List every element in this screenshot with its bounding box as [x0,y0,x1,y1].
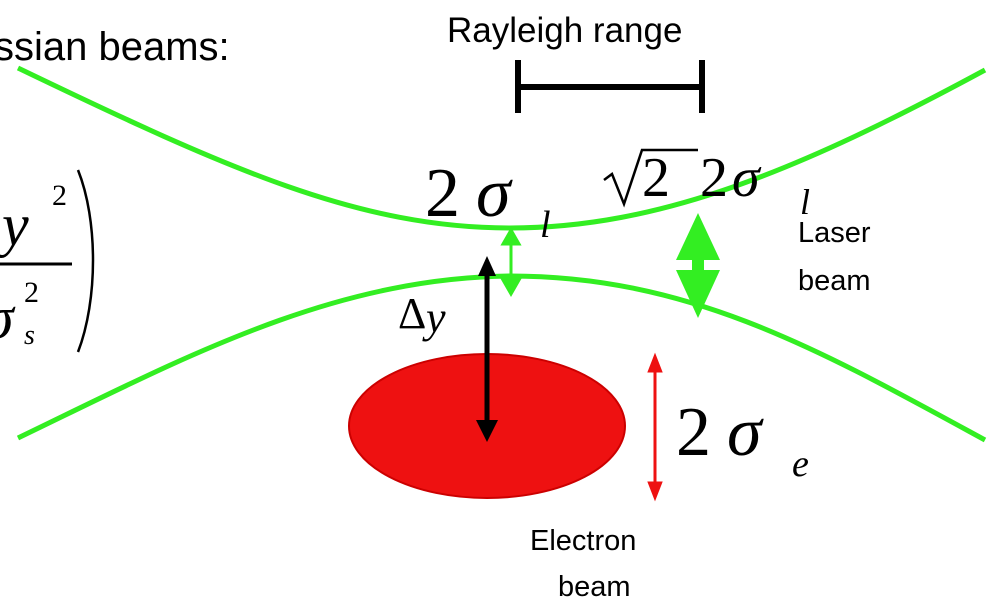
laser-label-line1: Laser [798,217,871,249]
rayleigh-range-label: Rayleigh range [447,11,682,50]
rayleigh-width-arrow [676,213,720,318]
svg-text:l: l [540,204,551,246]
svg-text:σ: σ [0,285,16,351]
svg-text:y: y [422,293,446,342]
svg-text:σ: σ [476,155,513,232]
waist-label: 2 σ l [425,155,551,246]
svg-text:2: 2 [425,155,460,232]
svg-text:s: s [24,320,35,351]
svg-text:σ: σ [732,147,762,209]
rayleigh-range-bar [515,60,705,113]
svg-text:2: 2 [700,147,728,209]
svg-text:2: 2 [676,394,711,471]
rayleigh-width-label: 2 2 σ l [603,147,810,222]
electron-size-label: 2 σ e [676,394,809,485]
waist-width-arrow [500,226,522,298]
svg-text:2: 2 [642,147,670,209]
svg-text:2: 2 [52,179,67,212]
electron-size-arrow [647,352,663,502]
laser-label-line2: beam [798,265,871,297]
electron-label-line2: beam [558,571,631,603]
svg-text:2: 2 [24,276,39,309]
heading-text: ssian beams: [0,25,230,69]
svg-text:Δ: Δ [398,289,426,338]
electron-label-line1: Electron [530,525,636,557]
svg-text:σ: σ [727,394,764,471]
gaussian-formula: y 2 σ 2 s [0,169,95,353]
laser-upper-boundary [16,65,987,231]
offset-label: Δ y [398,289,446,342]
svg-text:e: e [792,443,809,485]
svg-text:y: y [0,192,29,258]
svg-text:l: l [800,182,810,222]
offset-arrow [476,256,498,442]
